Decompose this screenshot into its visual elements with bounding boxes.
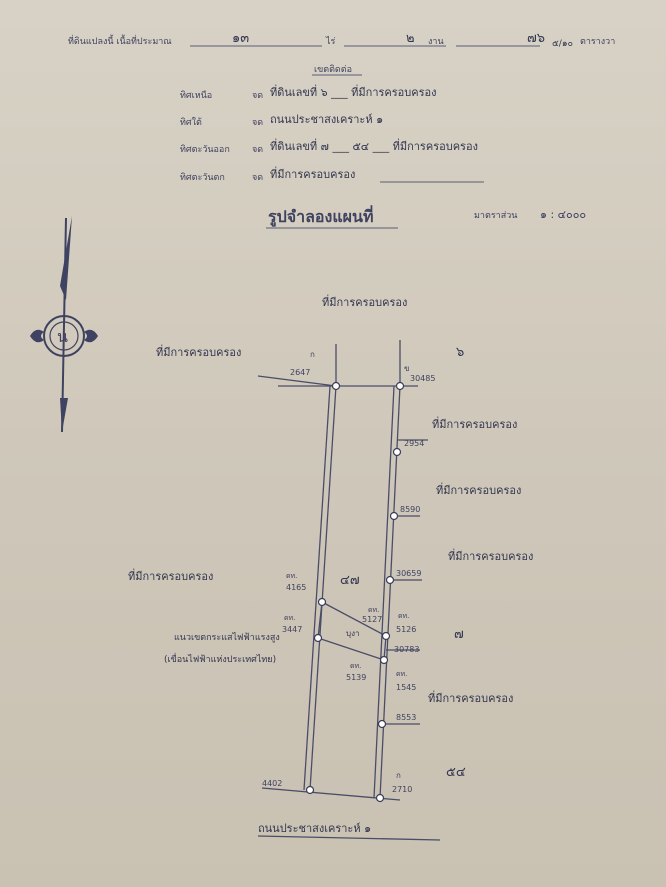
marker-code: ดท. bbox=[398, 612, 409, 620]
north-arrow: น bbox=[30, 216, 98, 433]
area-prefix: ที่ดินแปลงนี้ เนื้อที่ประมาณ bbox=[68, 34, 172, 47]
boundary-conj: จด bbox=[252, 145, 263, 155]
label-east-4: ที่มีการครอบครอง bbox=[428, 690, 513, 705]
easement-line-1 bbox=[321, 601, 387, 637]
marker-code: ดท. bbox=[368, 606, 379, 614]
area-ngan-value: ๒ bbox=[406, 31, 415, 46]
marker-number: 4402 bbox=[262, 779, 282, 788]
north-arrow-head-icon bbox=[60, 216, 72, 300]
boundary-marker bbox=[313, 633, 323, 643]
marker-code: ดท. bbox=[350, 662, 361, 670]
boundary-direction: ทิศเหนือ bbox=[180, 90, 212, 101]
area-wa-fraction: ๕/๑๐ bbox=[552, 39, 573, 49]
south-arrow-tail-icon bbox=[60, 398, 68, 432]
marker-number: 30485 bbox=[410, 374, 435, 383]
marker-number: 30659 bbox=[396, 569, 421, 578]
ngan-unit: งาน bbox=[428, 37, 444, 47]
boundary-marker bbox=[395, 381, 405, 391]
boundary-direction: ทิศใต้ bbox=[180, 117, 202, 128]
boundary-direction: ทิศตะวันออก bbox=[180, 144, 230, 155]
marker-number: 5139 bbox=[346, 673, 366, 682]
marker-number: 8553 bbox=[396, 713, 416, 722]
wa-unit: ตารางวา bbox=[580, 37, 615, 47]
label-parcel-7: ๗ bbox=[454, 627, 464, 642]
easement-line-2 bbox=[317, 637, 385, 661]
marker-code: ข bbox=[404, 364, 409, 373]
label-annotation-2: (เขื่อนไฟฟ้าแห่งประเทศไทย) bbox=[164, 652, 276, 665]
boundary-marker bbox=[331, 381, 341, 391]
area-rai-value: ๑๓ bbox=[232, 31, 249, 46]
boundary-conj: จด bbox=[252, 91, 263, 101]
marker-code: ก bbox=[310, 350, 315, 359]
label-east-1: ที่มีการครอบครอง bbox=[432, 416, 517, 431]
marker-number: 5127 bbox=[362, 615, 382, 624]
boundary-markers bbox=[305, 381, 405, 803]
boundaries-heading: เขตติดต่อ bbox=[314, 64, 352, 75]
marker-number: 2954 bbox=[404, 439, 424, 448]
boundary-conj: จด bbox=[252, 118, 263, 128]
boundary-row-north: ทิศเหนือ จด ที่ดินเลขที่ ๖ ___ ที่มีการค… bbox=[180, 84, 437, 101]
boundary-direction: ทิศตะวันตก bbox=[180, 172, 225, 183]
marker-number: 2710 bbox=[392, 785, 412, 794]
marker-number: 4165 bbox=[286, 583, 306, 592]
label-road: ถนนประชาสงเคราะห์ ๑ bbox=[258, 822, 371, 835]
label-annotation-mid: บุงา bbox=[346, 629, 359, 638]
leader-2647 bbox=[257, 375, 337, 387]
marker-number: 8590 bbox=[400, 505, 420, 514]
label-east-3: ที่มีการครอบครอง bbox=[448, 548, 533, 563]
label-annotation-1: แนวเขตกระแสไฟฟ้าแรงสูง bbox=[174, 632, 280, 643]
label-parcel-47: ๔๗ bbox=[340, 573, 360, 588]
label-parcel-6: ๖ bbox=[456, 345, 464, 360]
label-parcel-54: ๕๔ bbox=[446, 765, 466, 780]
boundary-conj: จด bbox=[252, 173, 263, 183]
boundary-marker bbox=[377, 719, 387, 729]
scale-label: มาตราส่วน bbox=[474, 211, 517, 221]
boundary-text: ที่มีการครอบครอง bbox=[270, 166, 355, 181]
label-east-2: ที่มีการครอบครอง bbox=[436, 482, 521, 497]
marker-code: ดท. bbox=[284, 614, 295, 622]
east-edge-inner bbox=[373, 385, 395, 799]
marker-number: 2647 bbox=[290, 368, 310, 377]
label-west-lower: ที่มีการครอบครอง bbox=[128, 568, 213, 583]
scale-value: ๑ : ๔๐๐๐ bbox=[540, 208, 586, 221]
boundary-marker bbox=[305, 785, 315, 795]
map-title: รูปจำลองแผนที่ bbox=[268, 205, 374, 228]
boundary-row-west: ทิศตะวันตก จด ที่มีการครอบครอง bbox=[180, 166, 484, 183]
marker-labels: ก 2647 ข 30485 2954 8590 30659 ดท. 4165 … bbox=[262, 350, 435, 794]
boundary-marker bbox=[317, 597, 327, 607]
marker-number: 3447 bbox=[282, 625, 302, 634]
marker-code: ดท. bbox=[286, 572, 297, 580]
marker-number: 1545 bbox=[396, 683, 416, 692]
boundary-text: ที่ดินเลขที่ ๖ ___ ที่มีการครอบครอง bbox=[270, 84, 437, 99]
west-edge bbox=[309, 385, 337, 791]
label-north-neighbor: ที่มีการครอบครอง bbox=[322, 294, 407, 309]
marker-number: 30783 bbox=[394, 645, 419, 654]
boundary-marker bbox=[375, 793, 385, 803]
marker-code: ดท. bbox=[396, 670, 407, 678]
west-edge-inner bbox=[303, 385, 331, 791]
boundary-row-south: ทิศใต้ จด ถนนประชาสงเคราะห์ ๑ bbox=[180, 113, 383, 128]
boundary-marker bbox=[385, 575, 395, 585]
boundary-marker bbox=[392, 447, 402, 457]
marker-number: 5126 bbox=[396, 625, 416, 634]
rai-unit: ไร่ bbox=[325, 36, 336, 47]
boundary-marker bbox=[381, 631, 391, 641]
compass-ring-icon bbox=[43, 315, 85, 357]
north-symbol: น bbox=[57, 327, 68, 346]
area-wa-value: ๗๖ bbox=[527, 31, 545, 46]
easement-left bbox=[317, 601, 323, 639]
boundary-row-east: ทิศตะวันออก จด ที่ดินเลขที่ ๗ ___ ๕๔ ___… bbox=[180, 138, 478, 155]
road-line bbox=[257, 835, 441, 841]
boundary-marker bbox=[379, 655, 389, 665]
region-labels: ที่มีการครอบครอง ที่มีการครอบครอง ที่มีก… bbox=[128, 294, 533, 835]
boundary-marker bbox=[389, 511, 399, 521]
boundary-text: ถนนประชาสงเคราะห์ ๑ bbox=[270, 113, 383, 126]
boundary-text: ที่ดินเลขที่ ๗ ___ ๕๔ ___ ที่มีการครอบคร… bbox=[270, 138, 478, 153]
marker-code: ก bbox=[396, 771, 401, 780]
parcel-lines bbox=[257, 340, 441, 841]
label-west-upper: ที่มีการครอบครอง bbox=[156, 344, 241, 359]
east-edge bbox=[379, 385, 401, 799]
